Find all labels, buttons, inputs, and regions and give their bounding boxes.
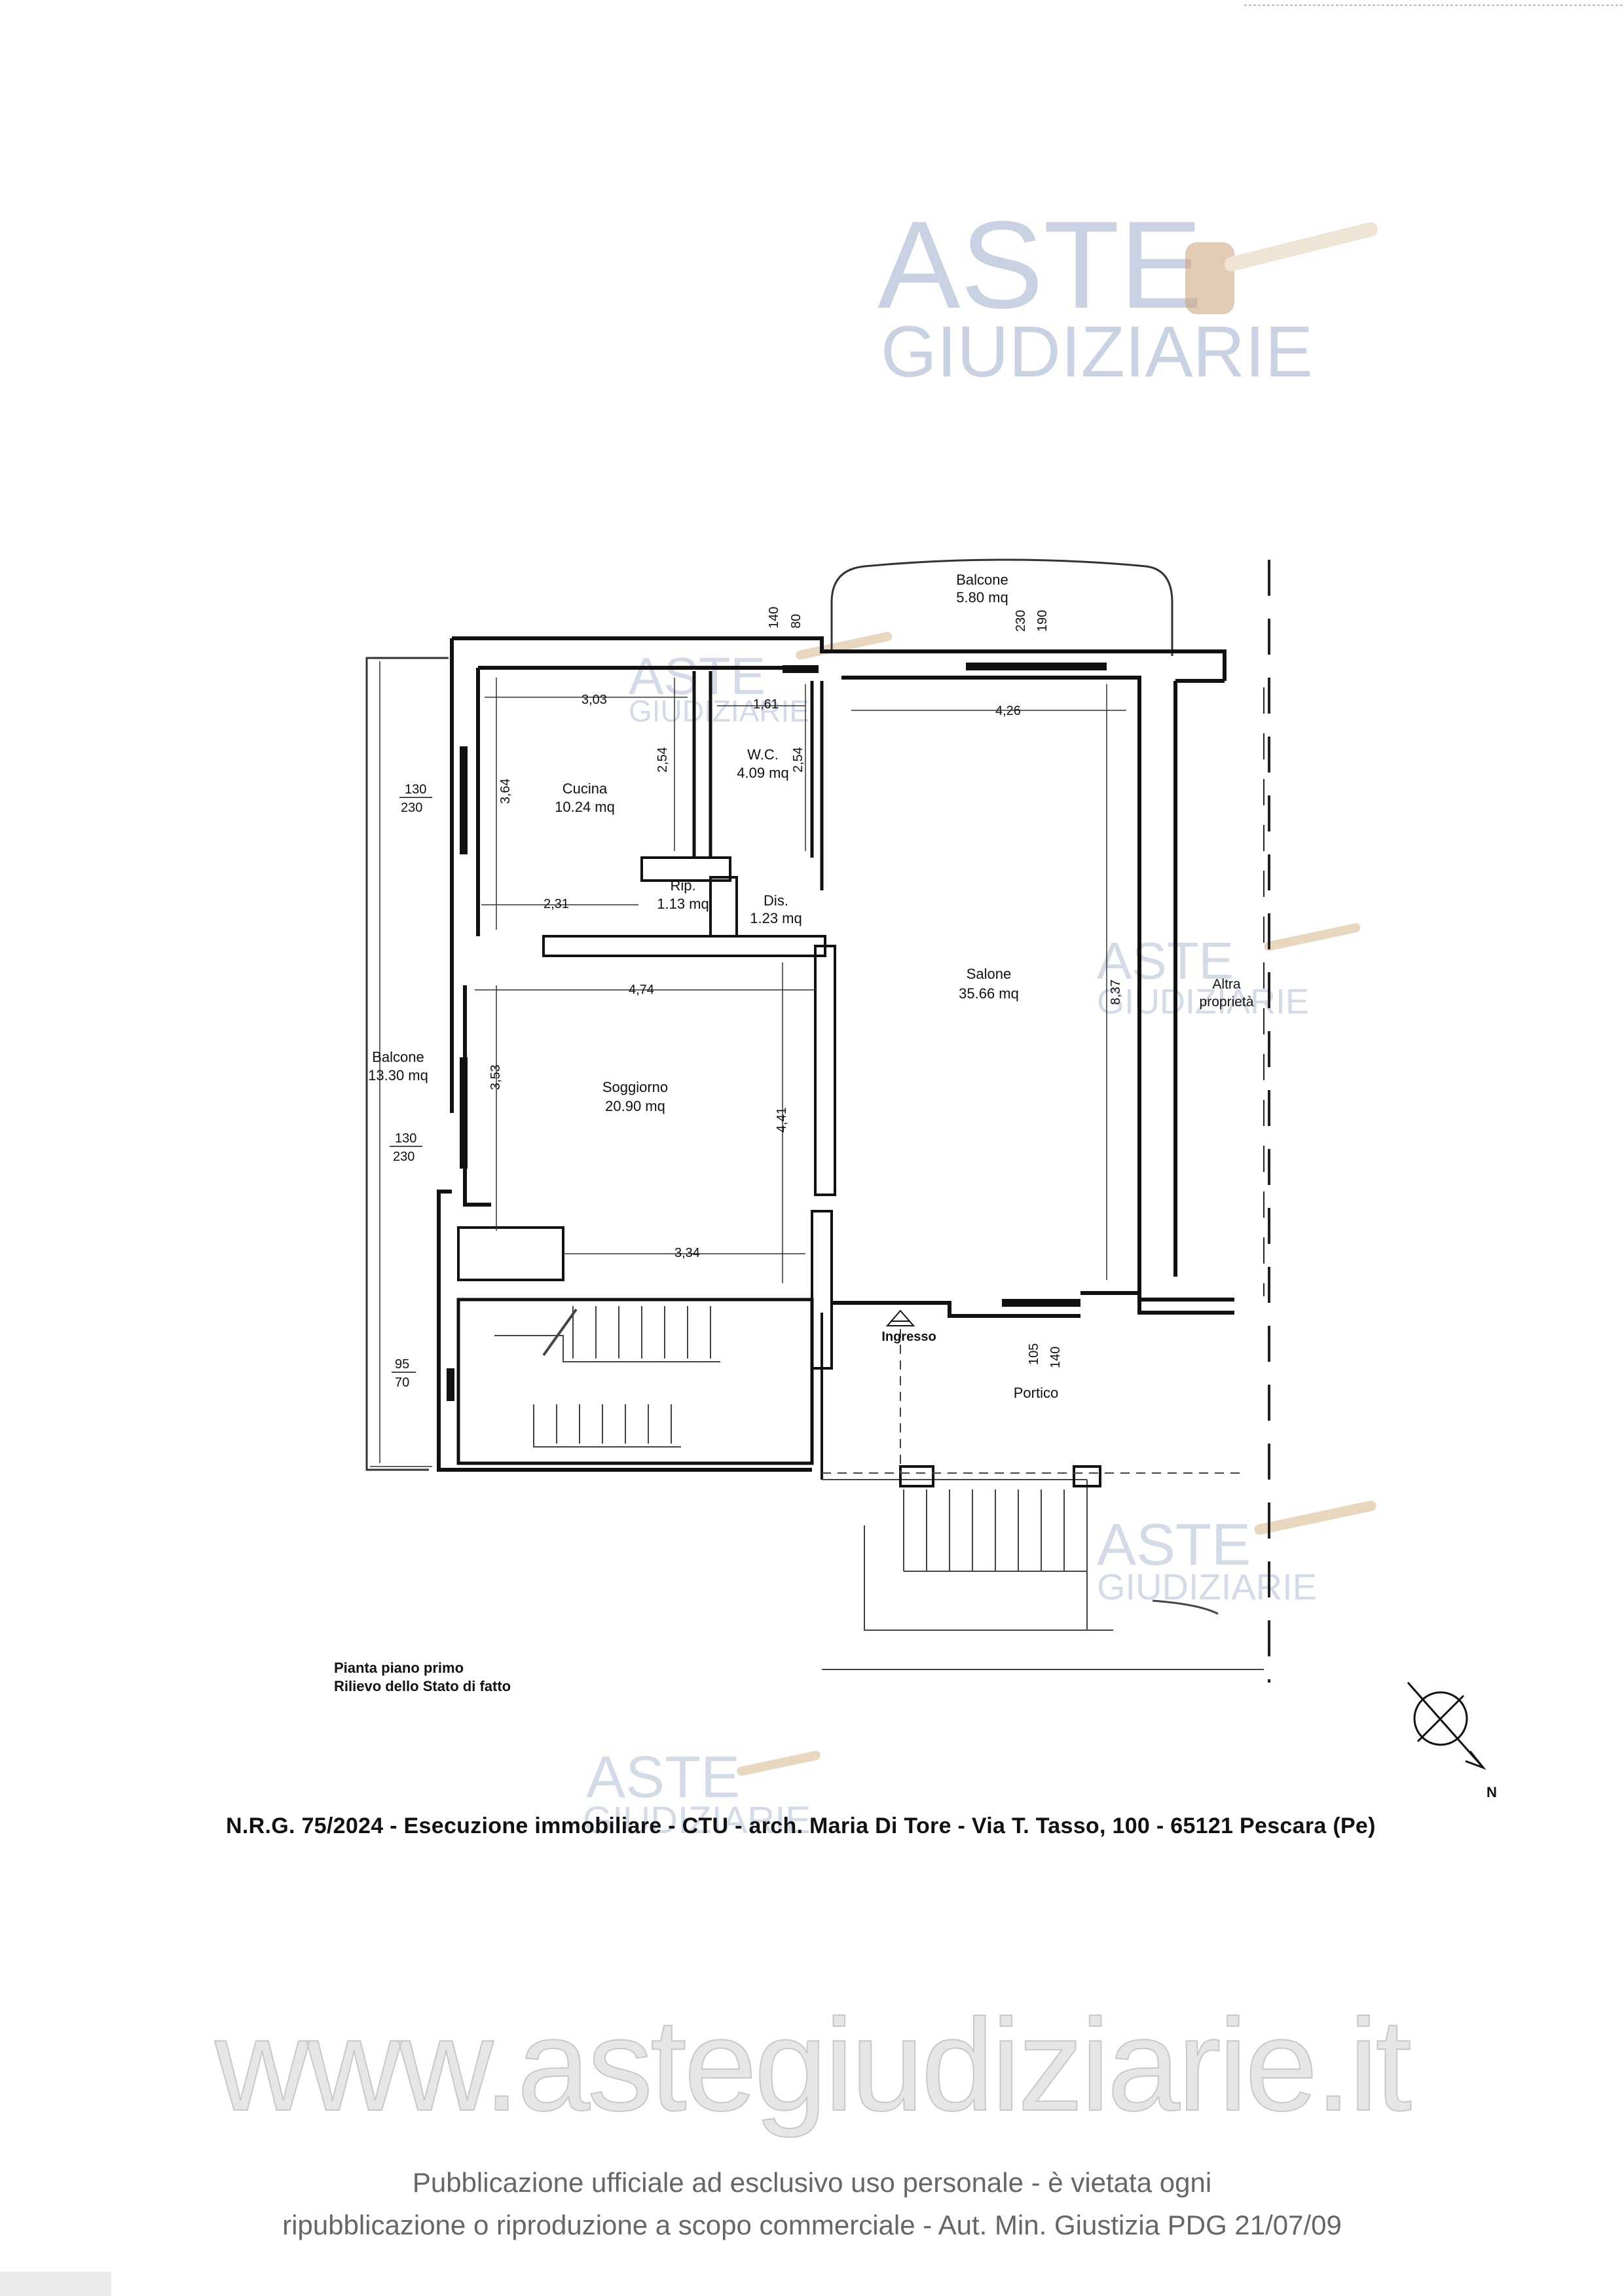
plan-caption-line1: Pianta piano primo: [334, 1660, 464, 1676]
dim-254-a: 2,54: [655, 747, 670, 773]
plan-caption-line2: Rilievo dello Stato di fatto: [334, 1678, 511, 1694]
altra-proprieta-line2: proprietà: [1200, 994, 1254, 1010]
legal-notice-line2: ripubblicazione o riproduzione a scopo c…: [282, 2210, 1342, 2240]
svg-text:GIUDIZIARIE: GIUDIZIARIE: [1097, 982, 1309, 1021]
dim-231: 2,31: [544, 897, 569, 911]
dimension-lines: [475, 678, 1126, 1283]
portico-outline: [822, 1329, 1244, 1474]
watermark-logo-bottom: ASTE GIUDIZIARIE: [583, 1745, 821, 1842]
room-dis-name: Dis.: [764, 892, 788, 909]
svg-text:105: 105: [1027, 1343, 1041, 1365]
room-soggiorno-name: Soggiorno: [602, 1079, 668, 1095]
svg-text:GIUDIZIARIE: GIUDIZIARIE: [583, 1799, 811, 1842]
svg-text:140: 140: [1048, 1347, 1063, 1368]
dim-254-b: 2,54: [791, 747, 805, 773]
room-balcone-left-area: 13.30 mq: [368, 1067, 428, 1084]
north-arrow-icon: [1407, 1682, 1486, 1770]
dim-353: 3,53: [489, 1065, 503, 1090]
watermark-logo-plan-right: ASTE GIUDIZIARIE: [1097, 923, 1361, 1021]
north-label: N: [1486, 1784, 1497, 1800]
room-portico-name: Portico: [1014, 1385, 1058, 1401]
svg-text:140: 140: [767, 607, 781, 629]
dim-161: 1,61: [753, 697, 779, 712]
room-balcone-top-name: Balcone: [956, 572, 1008, 588]
svg-text:ASTE: ASTE: [1097, 932, 1234, 990]
altra-proprieta-line1: Altra: [1212, 977, 1241, 992]
room-wc-name: W.C.: [747, 746, 779, 763]
walls: [437, 636, 1234, 1480]
document-caption: N.R.G. 75/2024 - Esecuzione immobiliare …: [226, 1813, 1376, 1838]
balcony-left: [365, 657, 449, 1471]
dim-441: 4,41: [775, 1107, 789, 1133]
svg-text:130: 130: [395, 1131, 416, 1146]
watermark-logo-plan-bottom: ASTE GIUDIZIARIE: [1097, 1501, 1376, 1607]
dim-364: 3,64: [498, 778, 513, 804]
watermark-logo-top: ASTE GIUDIZIARIE: [877, 196, 1378, 392]
svg-text:230: 230: [1014, 610, 1028, 632]
svg-text:70: 70: [395, 1376, 409, 1390]
room-dis-area: 1.23 mq: [750, 910, 802, 926]
dimension-labels: 3,03 1,61 4,26 2,54 2,54 3,64 2,31 4,74 …: [489, 693, 1123, 1260]
svg-text:190: 190: [1035, 610, 1050, 632]
dim-303: 3,03: [581, 693, 607, 707]
staircase-exterior: [822, 1465, 1264, 1670]
room-salone-area: 35.66 mq: [959, 985, 1019, 1002]
scan-edge-bottom: [0, 2272, 111, 2296]
property-boundary-lines: [1263, 560, 1270, 1683]
svg-text:GIUDIZIARIE: GIUDIZIARIE: [1097, 1566, 1317, 1607]
room-soggiorno-area: 20.90 mq: [605, 1098, 665, 1114]
gavel-icon: [1185, 222, 1378, 314]
entrance-arrow-icon: [885, 1309, 915, 1326]
svg-text:ASTE: ASTE: [586, 1745, 740, 1810]
room-rip-name: Rip.: [670, 877, 695, 894]
window-marks: [447, 663, 1107, 1401]
website-watermark: www.astegiudiziarie.it: [214, 1992, 1412, 2139]
balcony-top: [830, 558, 1173, 656]
svg-text:95: 95: [395, 1357, 409, 1372]
staircase-interior: [494, 1306, 720, 1448]
room-rip-area: 1.13 mq: [657, 896, 709, 912]
svg-text:ASTE: ASTE: [629, 647, 766, 705]
room-wc-area: 4.09 mq: [737, 765, 789, 781]
room-cucina-name: Cucina: [563, 780, 608, 797]
svg-text:ASTE: ASTE: [1097, 1512, 1251, 1578]
svg-text:GIUDIZIARIE: GIUDIZIARIE: [629, 694, 809, 728]
watermark-giudiziarie-text: GIUDIZIARIE: [881, 312, 1313, 392]
svg-text:230: 230: [401, 801, 422, 815]
room-labels: Balcone 5.80 mq Cucina 10.24 mq W.C. 4.0…: [368, 572, 1254, 1401]
watermark-aste-text: ASTE: [877, 196, 1202, 335]
svg-text:230: 230: [393, 1150, 415, 1164]
dim-837: 8,37: [1109, 979, 1123, 1005]
legal-notice-line1: Pubblicazione ufficiale ad esclusivo uso…: [412, 2167, 1212, 2198]
svg-text:130: 130: [405, 782, 426, 797]
svg-text:80: 80: [789, 614, 803, 629]
dim-474: 4,74: [629, 983, 654, 997]
dim-426: 4,26: [995, 704, 1021, 718]
dim-334: 3,34: [674, 1246, 700, 1260]
room-balcone-left-name: Balcone: [372, 1049, 424, 1065]
opening-labels: 140 80 230 190 130 230 130 230 95 70 105…: [390, 607, 1063, 1390]
room-cucina-area: 10.24 mq: [555, 799, 615, 815]
ingresso-label: Ingresso: [881, 1330, 936, 1344]
room-balcone-top-area: 5.80 mq: [956, 589, 1008, 606]
room-salone-name: Salone: [967, 966, 1012, 982]
